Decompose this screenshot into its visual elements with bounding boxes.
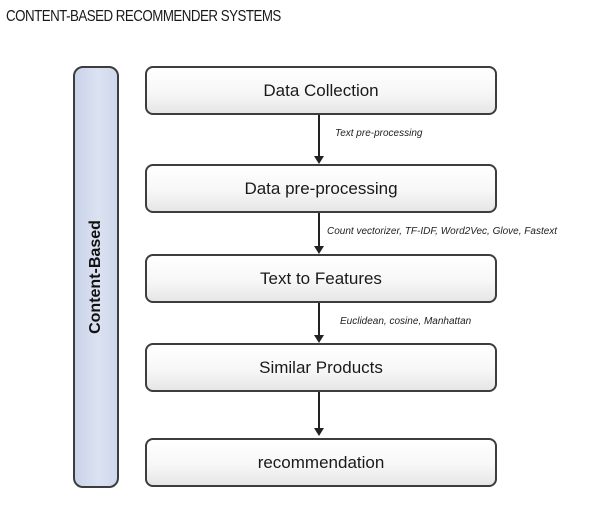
arrow-connector-1 [318,115,320,158]
arrow-connector-3 [318,303,320,337]
arrow-head-2-icon [314,246,324,254]
arrow-head-3-icon [314,335,324,343]
step-similar-products: Similar Products [145,343,497,392]
transition-label-text-preprocessing: Text pre-processing [335,128,423,139]
step-data-collection: Data Collection [145,66,497,115]
arrow-head-4-icon [314,428,324,436]
transition-label-vectorizers: Count vectorizer, TF-IDF, Word2Vec, Glov… [327,226,558,237]
step-recommendation: recommendation [145,438,497,487]
step-data-preprocessing: Data pre-processing [145,164,497,213]
page-title: CONTENT-BASED RECOMMENDER SYSTEMS [6,8,281,25]
content-based-label: Content-Based [87,220,104,334]
content-based-side-bar [73,66,119,488]
transition-label-distance-metrics: Euclidean, cosine, Manhattan [340,316,472,327]
step-text-to-features: Text to Features [145,254,497,303]
arrow-connector-4 [318,392,320,430]
arrow-connector-2 [318,213,320,248]
arrow-head-1-icon [314,156,324,164]
